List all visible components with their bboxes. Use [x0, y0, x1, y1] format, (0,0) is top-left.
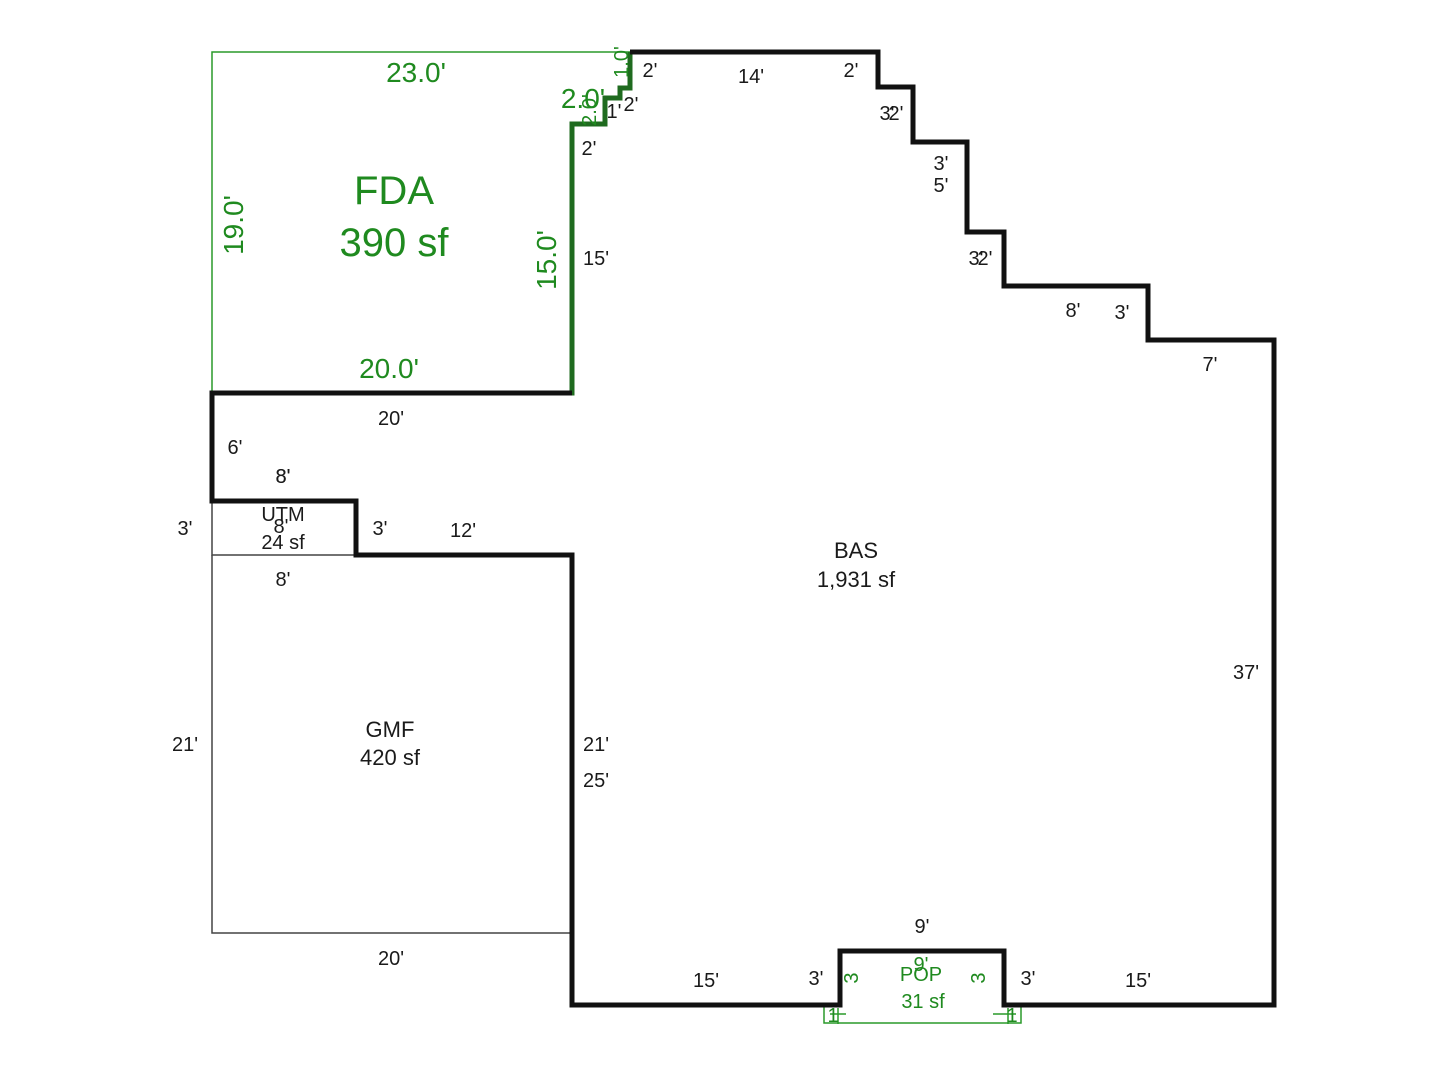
bas-dim-mid-8: 8'	[276, 466, 291, 488]
fda-area-size: 390 sf	[340, 221, 450, 265]
fda-shared-wall	[212, 52, 633, 396]
bas-dim-bottom-3a: 3'	[809, 968, 824, 990]
bas-dim-step-2c: 2'	[624, 94, 639, 116]
bas-dim-right-2b: 2'	[978, 248, 993, 270]
bas-dim-right-3b: 3'	[934, 153, 949, 175]
pop-dim-top: 9'	[914, 954, 929, 976]
bas-outline	[209, 49, 1277, 1008]
fda-dim-step-a: 2.0'	[561, 83, 605, 114]
gmf-area-code: GMF	[366, 717, 415, 742]
fda-dim-step-b: 1.0'	[611, 46, 633, 78]
utm-area-code: UTM	[261, 504, 304, 526]
bas-area-code: BAS	[834, 538, 878, 563]
utm-area-size: 24 sf	[261, 532, 305, 554]
bas-dim-right-7: 7'	[1203, 354, 1218, 376]
bas-dim-top-14: 14'	[738, 66, 764, 88]
bas-dim-right-5: 5'	[934, 175, 949, 197]
gmf-dim-left: 21'	[172, 734, 198, 756]
bas-dim-right-3c: 3'	[969, 248, 984, 270]
fda-area-code: FDA	[354, 169, 434, 213]
bas-dim-right-8: 8'	[1066, 300, 1081, 322]
pop-dim-left: 3	[841, 972, 863, 983]
pop-dim-right: 3	[968, 972, 990, 983]
fda-dim-right: 15.0'	[531, 230, 562, 290]
pop-dim-tick-left: 1	[827, 1005, 838, 1027]
fda-dim-bottom: 20.0'	[359, 353, 419, 384]
bas-dim-mid-6: 6'	[228, 437, 243, 459]
bas-dim-bottom-9: 9'	[915, 916, 930, 938]
bas-dim-bottom-3b: 3'	[1021, 968, 1036, 990]
pop-area-size: 31 sf	[901, 991, 945, 1013]
bas-dim-mid-12: 12'	[450, 520, 476, 542]
bas-dim-top-2a: 2'	[643, 60, 658, 82]
fda-dim-step-c: 2.0'	[579, 94, 601, 126]
bas-dim-right-37: 37'	[1233, 662, 1259, 684]
utm-dim-inner: 8'	[274, 516, 289, 538]
gmf-outline	[211, 555, 572, 934]
bas-dim-bottom-15a: 15'	[693, 970, 719, 992]
pop-tick-left	[830, 1008, 846, 1024]
utm-dim-bottom: 8'	[276, 569, 291, 591]
fda-dim-left: 19.0'	[218, 195, 249, 255]
pop-tick-right	[993, 1008, 1016, 1024]
pop-outline	[823, 1005, 1022, 1024]
bas-dim-left-15: 15'	[583, 248, 609, 270]
bas-dim-mid-21: 21'	[583, 734, 609, 756]
utm-dim-top: 8'	[276, 466, 291, 488]
utm-dim-left: 3'	[178, 518, 193, 540]
bas-dim-mid-20: 20'	[378, 408, 404, 430]
gmf-area-size: 420 sf	[360, 745, 421, 770]
bas-area-size: 1,931 sf	[817, 567, 896, 592]
bas-dim-right-2a: 2'	[889, 103, 904, 125]
bas-dim-mid-3: 3'	[373, 518, 388, 540]
bas-dim-top-2b: 2'	[844, 60, 859, 82]
bas-dim-right-3a: 3'	[880, 103, 895, 125]
bas-dim-step-1: 1'	[607, 101, 622, 123]
fda-dim-top: 23.0'	[386, 57, 446, 88]
pop-area-code: POP	[900, 964, 942, 986]
pop-dim-tick-right: 1	[1006, 1005, 1017, 1027]
bas-dim-step-2d: 2'	[582, 138, 597, 160]
bas-dim-bottom-15b: 15'	[1125, 970, 1151, 992]
gmf-dim-bottom: 20'	[378, 948, 404, 970]
bas-dim-mid-25: 25'	[583, 770, 609, 792]
bas-dim-right-3d: 3'	[1115, 302, 1130, 324]
